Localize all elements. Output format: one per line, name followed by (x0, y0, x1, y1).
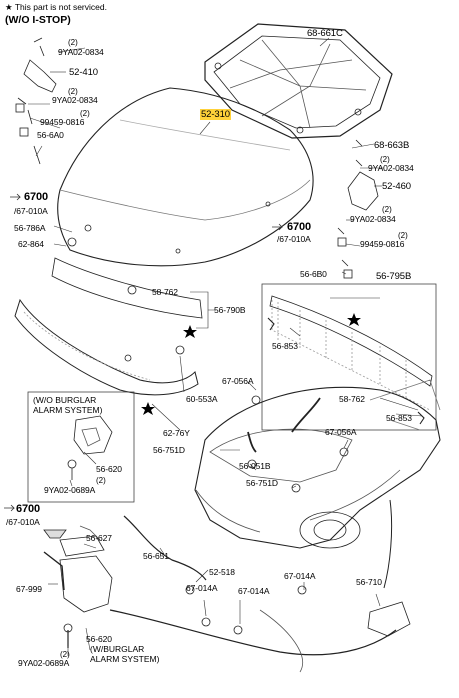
not-serviced-note: This part is not serviced. (14, 2, 107, 12)
part-58-762-b: 58-762 (339, 394, 365, 404)
part-62-76Y: 62-76Y (163, 428, 190, 438)
xref-arrows (4, 193, 283, 512)
part-56-620-a: 56-620 (96, 464, 122, 474)
clips (67, 224, 349, 635)
part-56-651: 56-651 (143, 551, 169, 561)
part-9YA02-0834-d: 9YA02-0834 (350, 214, 396, 224)
part-56-795B: 56-795B (376, 271, 412, 282)
part-56-6B0: 56-6B0 (300, 269, 327, 279)
hood-panel (57, 87, 314, 267)
part-52-310: 52-310 (200, 109, 231, 120)
qty-9YA02-0834-c: (2) (380, 155, 390, 164)
part-9YA02-0689A-a: 9YA02-0689A (44, 485, 96, 495)
part-52-518: 52-518 (209, 567, 235, 577)
part-99459-0816-b: 99459-0816 (360, 239, 405, 249)
hinge-left (15, 37, 57, 165)
part-56-751D-b: 56-751D (246, 478, 278, 488)
part-67-056A-a: 67-056A (222, 376, 254, 386)
part-9YA02-0689A-b: 9YA02-0689A (18, 658, 70, 668)
qty-9YA02-0689A-a: (2) (96, 476, 106, 485)
rear-seal (267, 295, 433, 425)
part-67-056A-b: 67-056A (325, 427, 357, 437)
part-56-620-b: 56-620 (86, 634, 112, 644)
part-67-999: 67-999 (16, 584, 42, 594)
part-56-790B: 56-790B (214, 305, 246, 315)
part-9YA02-0834-c: 9YA02-0834 (368, 163, 414, 173)
part-68-663B: 68-663B (374, 140, 410, 151)
part-9YA02-0834-b: 9YA02-0834 (52, 95, 98, 105)
star-markers (141, 313, 361, 415)
part-6700-c: 6700 (16, 503, 41, 515)
part-67-010A-c: /67-010A (6, 517, 40, 527)
hood-front-seal (14, 257, 203, 396)
part-56-627: 56-627 (86, 533, 112, 543)
release-cable (109, 499, 411, 673)
star-legend: ★ This part is not serviced. (5, 2, 107, 12)
part-67-014A-b: 67-014A (186, 583, 218, 593)
qty-9YA02-0834-a: (2) (68, 38, 78, 47)
hood-lock-bottom (43, 525, 113, 648)
qty-9YA02-0689A-b: (2) (60, 650, 70, 659)
part-56-710: 56-710 (356, 577, 382, 587)
part-9YA02-0834-a: 9YA02-0834 (58, 47, 104, 57)
part-62-864: 62-864 (18, 239, 44, 249)
star-symbol: ★ (5, 2, 13, 12)
part-58-762-a: 58-762 (152, 287, 178, 297)
bottom-note-line2: ALARM SYSTEM) (90, 654, 160, 664)
qty-9YA02-0834-d: (2) (382, 205, 392, 214)
vehicle-front (194, 379, 441, 549)
part-99459-0816-a: 99459-0816 (40, 117, 85, 127)
part-56-786A: 56-786A (14, 223, 46, 233)
part-56-051B: 56-051B (239, 461, 271, 471)
part-60-553A: 60-553A (186, 394, 218, 404)
part-56-853-b: 56-853 (386, 413, 412, 423)
inset-title-line1: (W/O BURGLAR (33, 395, 97, 405)
part-67-014A-c: 67-014A (238, 586, 270, 596)
qty-9YA02-0834-b: (2) (68, 87, 78, 96)
leader-lines (28, 37, 423, 656)
part-6700-b: 6700 (287, 221, 312, 233)
qty-99459-0816-b: (2) (398, 231, 408, 240)
part-67-014A-a: 67-014A (284, 571, 316, 581)
part-67-010A-a: /67-010A (14, 206, 48, 216)
part-6700-a: 6700 (24, 191, 49, 203)
part-67-010A-b: /67-010A (277, 234, 311, 244)
part-52-410: 52-410 (69, 67, 98, 78)
bottom-note-line1: (W/BURGLAR (90, 644, 145, 654)
wo-istop-note: (W/O I-STOP) (5, 14, 71, 26)
qty-99459-0816-a: (2) (80, 109, 90, 118)
lock-assembly-inset (67, 415, 113, 480)
part-56-6A0: 56-6A0 (37, 130, 64, 140)
inset-title-line2: ALARM SYSTEM) (33, 405, 103, 415)
hinge-right (337, 139, 379, 279)
part-56-853-a: 56-853 (272, 341, 298, 351)
part-68-661C: 68-661C (307, 28, 343, 39)
hood-insulator (204, 23, 393, 139)
part-56-751D-a: 56-751D (153, 445, 185, 455)
part-52-460: 52-460 (382, 181, 411, 192)
